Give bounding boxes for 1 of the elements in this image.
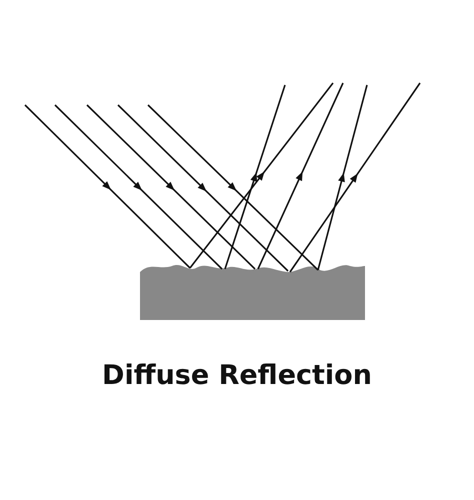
title: Diffuse Reflection <box>101 360 373 391</box>
